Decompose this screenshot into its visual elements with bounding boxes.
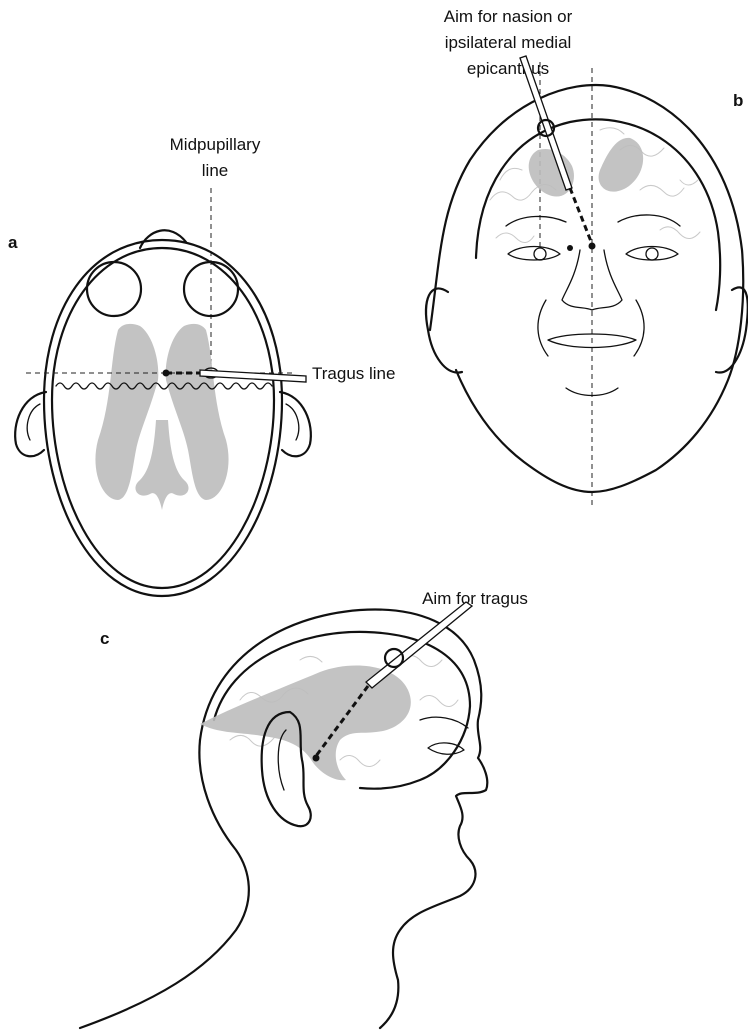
right-ear-inner: [286, 404, 299, 440]
left-ear-top: [15, 392, 46, 456]
left-eye-top-view: [87, 262, 141, 316]
medial-epicanthus-point: [567, 245, 573, 251]
right-ear-top: [280, 392, 311, 456]
right-iris-b: [646, 248, 658, 260]
left-iris-b: [534, 248, 546, 260]
panel-b-letter: b: [733, 91, 743, 110]
hairline-brain-outline: [476, 119, 720, 310]
aim-nasion-label-line1: Aim for nasion or: [444, 7, 573, 26]
back-of-head-neck: [80, 740, 249, 1028]
coronal-suture: [56, 383, 272, 389]
eyebrows: [506, 215, 680, 226]
panel-c-letter: c: [100, 629, 109, 648]
left-ear-b: [426, 288, 462, 372]
target-point-a: [163, 370, 170, 377]
ventricle-right-b: [599, 138, 644, 192]
skull-inner: [52, 248, 274, 588]
panel-a: a Midpupillary line Tragus line: [8, 135, 395, 596]
catheter-a: [200, 370, 306, 382]
skull-outer: [44, 240, 282, 596]
midpupillary-label-line1: Midpupillary: [170, 135, 261, 154]
third-ventricle: [135, 420, 188, 510]
midpupillary-label-line2: line: [202, 161, 228, 180]
panel-a-letter: a: [8, 233, 18, 252]
brow-c: [420, 717, 468, 728]
face-outline: [430, 85, 743, 492]
trajectory-b: [570, 188, 592, 244]
tragus-line-label: Tragus line: [312, 364, 395, 383]
aim-nasion-label-line2: ipsilateral medial: [445, 33, 572, 52]
tragus-point: [313, 755, 320, 762]
nasion-point: [589, 243, 596, 250]
aim-nasion-label-line3: epicanthus: [467, 59, 549, 78]
aim-tragus-label: Aim for tragus: [422, 589, 528, 608]
panel-c: c Aim for tragus: [80, 589, 528, 1028]
left-ear-inner: [27, 404, 40, 440]
panel-b: b Aim for nasion or ipsilateral medial e…: [426, 7, 748, 508]
